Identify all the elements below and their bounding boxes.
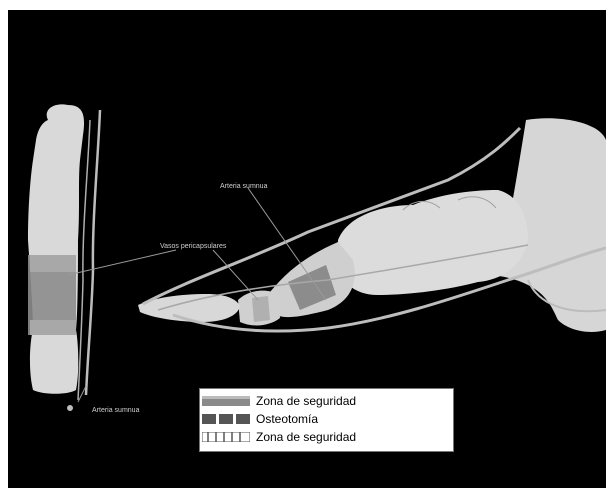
legend-item-safety-zone-2: Zona de seguridad bbox=[200, 429, 453, 445]
striped-swatch-icon bbox=[202, 432, 250, 442]
legend-item-safety-zone-1: Zona de seguridad bbox=[200, 393, 453, 409]
osteotomy-swatch-icon bbox=[202, 414, 250, 424]
annotation-artery-top: Arteria sumnua bbox=[220, 183, 267, 190]
legend: Zona de seguridad Osteotomía Zona de seg… bbox=[199, 388, 454, 452]
solid-gray-swatch-icon bbox=[202, 396, 250, 406]
legend-label: Zona de seguridad bbox=[256, 393, 356, 409]
legend-label: Osteotomía bbox=[256, 411, 318, 427]
annotation-artery-bottom: Arteria sumnua bbox=[92, 407, 139, 414]
annotation-pericapsular-vessels: Vasos pericapsulares bbox=[160, 243, 226, 250]
toe-bone-vertical bbox=[28, 104, 100, 411]
legend-label: Zona de seguridad bbox=[256, 429, 356, 445]
foot-bones-lateral bbox=[138, 118, 606, 332]
legend-item-osteotomy: Osteotomía bbox=[200, 411, 453, 427]
